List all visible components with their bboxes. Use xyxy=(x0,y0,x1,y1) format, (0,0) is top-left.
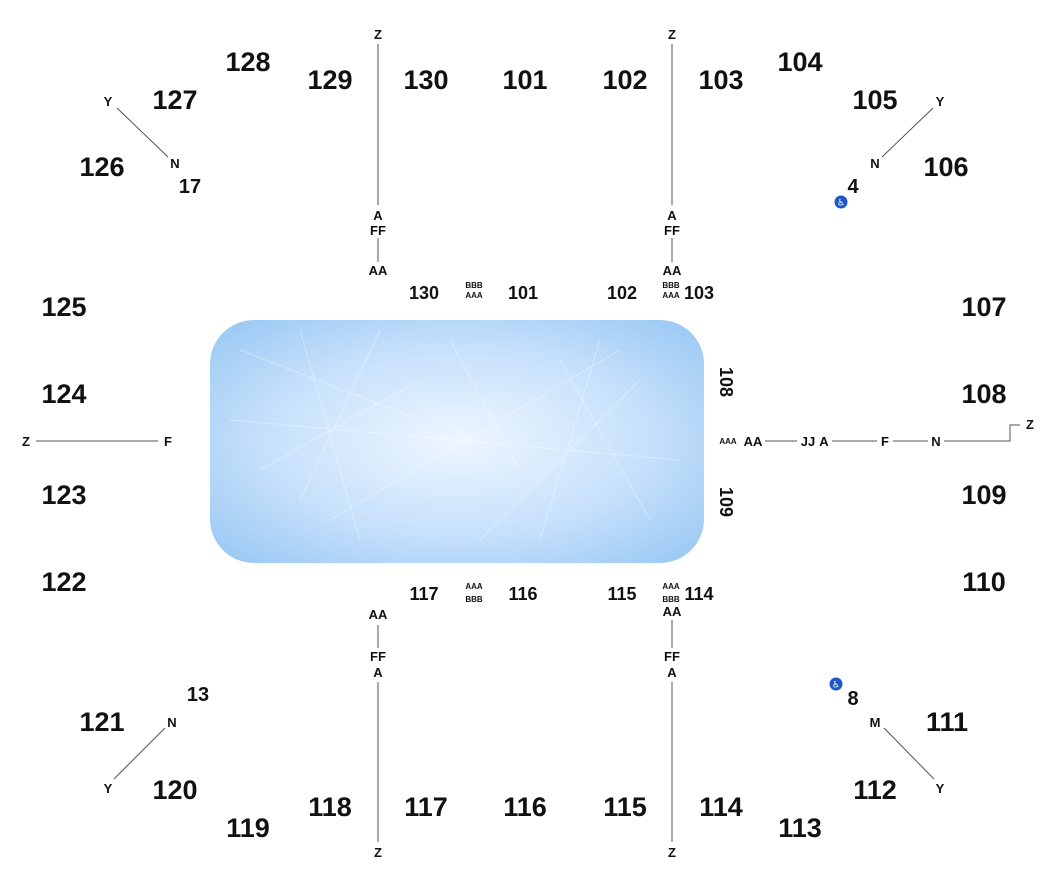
row-label: Z xyxy=(668,27,676,42)
row-label: AAA xyxy=(662,582,680,591)
gate-4: 4 xyxy=(847,176,859,198)
gate-8: 8 xyxy=(847,688,858,710)
row-label: N xyxy=(170,156,179,171)
gates: 17 4 13 8 xyxy=(179,176,860,710)
inner-section-102[interactable]: 102 xyxy=(607,283,637,303)
section-125[interactable]: 125 xyxy=(41,292,86,322)
inner-sections: 130 101 102 103 108 109 117 116 115 114 xyxy=(409,283,736,604)
wheelchair-icon: ♿ xyxy=(829,677,843,691)
gate-17: 17 xyxy=(179,176,201,198)
row-label: BBB xyxy=(465,595,483,604)
row-label: BBB xyxy=(662,281,680,290)
row-label: N xyxy=(167,715,176,730)
row-label: AA xyxy=(369,263,388,278)
row-label: F xyxy=(164,434,172,449)
section-118[interactable]: 118 xyxy=(308,792,352,822)
row-label: Z xyxy=(374,27,382,42)
wheelchair-icon: ♿ xyxy=(834,195,848,209)
aisle-lines xyxy=(36,44,1020,842)
row-label: Z xyxy=(22,434,30,449)
section-104[interactable]: 104 xyxy=(777,47,822,77)
row-label: N xyxy=(870,156,879,171)
section-103[interactable]: 103 xyxy=(698,65,743,95)
row-label: AAA xyxy=(662,291,680,300)
row-label: Z xyxy=(1026,417,1034,432)
section-106[interactable]: 106 xyxy=(923,152,968,182)
inner-section-115[interactable]: 115 xyxy=(607,584,636,604)
row-labels: Z A FF AA Z A FF AA Y N Y N Z F AA JJ A … xyxy=(22,27,1034,860)
tiny-row-labels: BBB AAA BBB AAA AAA AAA BBB AAA BBB xyxy=(465,281,737,604)
section-129[interactable]: 129 xyxy=(307,65,352,95)
section-111[interactable]: 111 xyxy=(926,707,968,737)
row-label: A xyxy=(667,665,677,680)
row-label: M xyxy=(870,715,881,730)
row-label: AA xyxy=(369,607,388,622)
section-116[interactable]: 116 xyxy=(503,792,547,822)
inner-section-116[interactable]: 116 xyxy=(508,584,537,604)
row-label: FF xyxy=(370,649,386,664)
row-label: Y xyxy=(104,94,113,109)
section-107[interactable]: 107 xyxy=(961,292,1006,322)
row-label: FF xyxy=(664,223,680,238)
section-128[interactable]: 128 xyxy=(225,47,270,77)
section-127[interactable]: 127 xyxy=(152,85,197,115)
gate-13: 13 xyxy=(187,684,209,706)
section-110[interactable]: 110 xyxy=(962,567,1006,597)
row-label: JJ xyxy=(801,434,815,449)
section-112[interactable]: 112 xyxy=(853,775,897,805)
row-label: A xyxy=(373,208,383,223)
section-119[interactable]: 119 xyxy=(226,813,270,843)
row-label: Z xyxy=(668,845,676,860)
section-113[interactable]: 113 xyxy=(778,813,822,843)
section-124[interactable]: 124 xyxy=(41,379,86,409)
row-label: AA xyxy=(744,434,763,449)
inner-section-114[interactable]: 114 xyxy=(684,584,713,604)
row-label: A xyxy=(819,434,829,449)
section-121[interactable]: 121 xyxy=(79,707,124,737)
inner-section-108[interactable]: 108 xyxy=(716,367,736,397)
inner-section-130[interactable]: 130 xyxy=(409,283,439,303)
section-130[interactable]: 130 xyxy=(403,65,448,95)
inner-section-117[interactable]: 117 xyxy=(409,584,438,604)
row-label: FF xyxy=(664,649,680,664)
section-117[interactable]: 117 xyxy=(404,792,448,822)
row-label: AA xyxy=(663,604,682,619)
inner-section-101[interactable]: 101 xyxy=(508,283,538,303)
row-label: Y xyxy=(104,781,113,796)
row-label: F xyxy=(881,434,889,449)
section-123[interactable]: 123 xyxy=(41,480,86,510)
row-label: A xyxy=(667,208,677,223)
section-122[interactable]: 122 xyxy=(41,567,86,597)
outer-sections: 128 129 130 101 102 103 104 127 105 126 … xyxy=(41,47,1006,843)
section-102[interactable]: 102 xyxy=(602,65,647,95)
section-126[interactable]: 126 xyxy=(79,152,124,182)
row-label: AAA xyxy=(465,582,483,591)
section-101[interactable]: 101 xyxy=(502,65,547,95)
ice-rink xyxy=(210,320,704,563)
row-label: N xyxy=(931,434,940,449)
row-label: AA xyxy=(663,263,682,278)
section-115[interactable]: 115 xyxy=(603,792,647,822)
row-label: BBB xyxy=(465,281,483,290)
row-label: Y xyxy=(936,781,945,796)
svg-text:♿: ♿ xyxy=(837,199,845,209)
row-label: AAA xyxy=(719,437,737,446)
row-label: BBB xyxy=(662,595,680,604)
inner-section-109[interactable]: 109 xyxy=(716,487,736,517)
row-label: Y xyxy=(936,94,945,109)
inner-section-103[interactable]: 103 xyxy=(684,283,714,303)
row-label: AAA xyxy=(465,291,483,300)
row-label: A xyxy=(373,665,383,680)
row-label: Z xyxy=(374,845,382,860)
svg-text:♿: ♿ xyxy=(832,681,840,691)
section-120[interactable]: 120 xyxy=(152,775,197,805)
row-label: FF xyxy=(370,223,386,238)
section-114[interactable]: 114 xyxy=(699,792,743,822)
section-105[interactable]: 105 xyxy=(852,85,897,115)
section-108[interactable]: 108 xyxy=(961,379,1006,409)
section-109[interactable]: 109 xyxy=(961,480,1006,510)
ice-scratches xyxy=(229,329,681,541)
